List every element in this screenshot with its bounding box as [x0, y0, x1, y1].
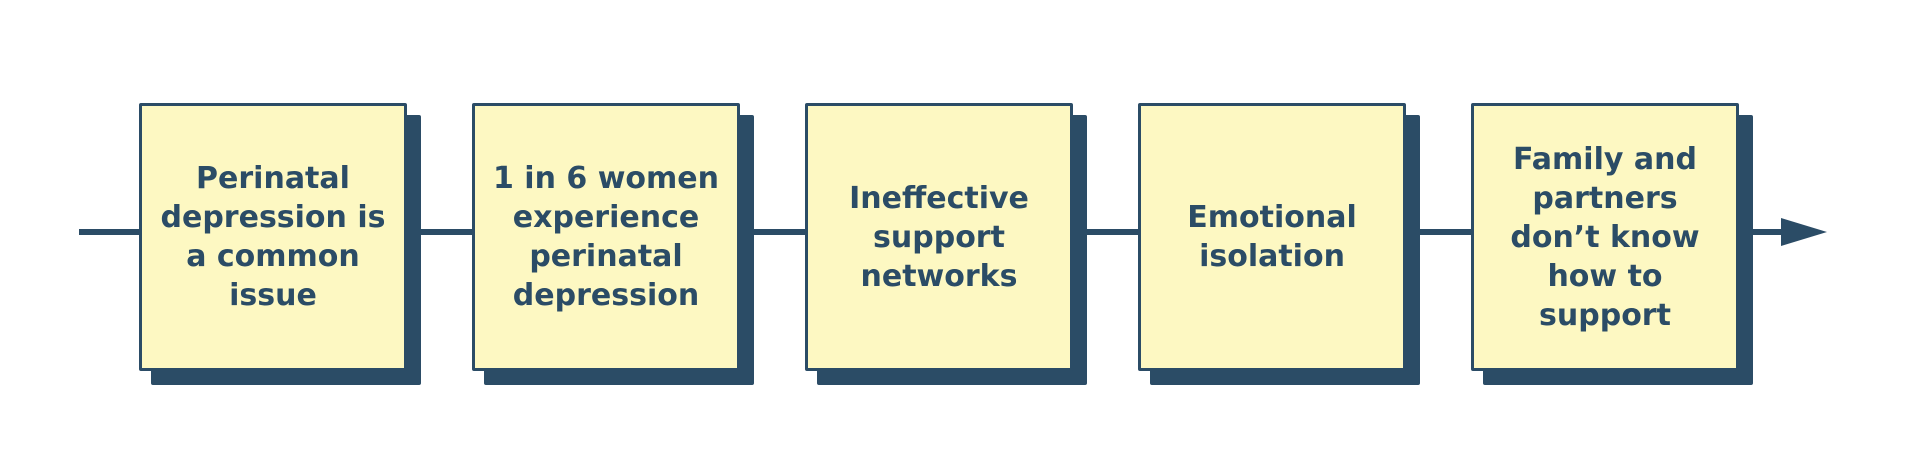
step-box-1: Perinatal depression is a common issue [139, 103, 421, 385]
step-box-2: 1 in 6 women experience perinatal depres… [472, 103, 754, 385]
step-label: 1 in 6 women experience perinatal depres… [492, 161, 719, 313]
step-card: 1 in 6 women experience perinatal depres… [472, 103, 740, 371]
step-label: Family and partners don’t know how to su… [1510, 141, 1700, 333]
step-label: Ineffective support networks [849, 180, 1029, 294]
step-box-5: Family and partners don’t know how to su… [1471, 103, 1753, 385]
step-box-4: Emotional isolation [1138, 103, 1420, 385]
step-card: Perinatal depression is a common issue [139, 103, 407, 371]
step-card: Emotional isolation [1138, 103, 1406, 371]
step-card: Family and partners don’t know how to su… [1471, 103, 1739, 371]
step-label: Perinatal depression is a common issue [160, 161, 386, 313]
arrow-head-icon [1781, 218, 1827, 246]
step-box-3: Ineffective support networks [805, 103, 1087, 385]
step-label: Emotional isolation [1187, 200, 1357, 274]
step-card: Ineffective support networks [805, 103, 1073, 371]
